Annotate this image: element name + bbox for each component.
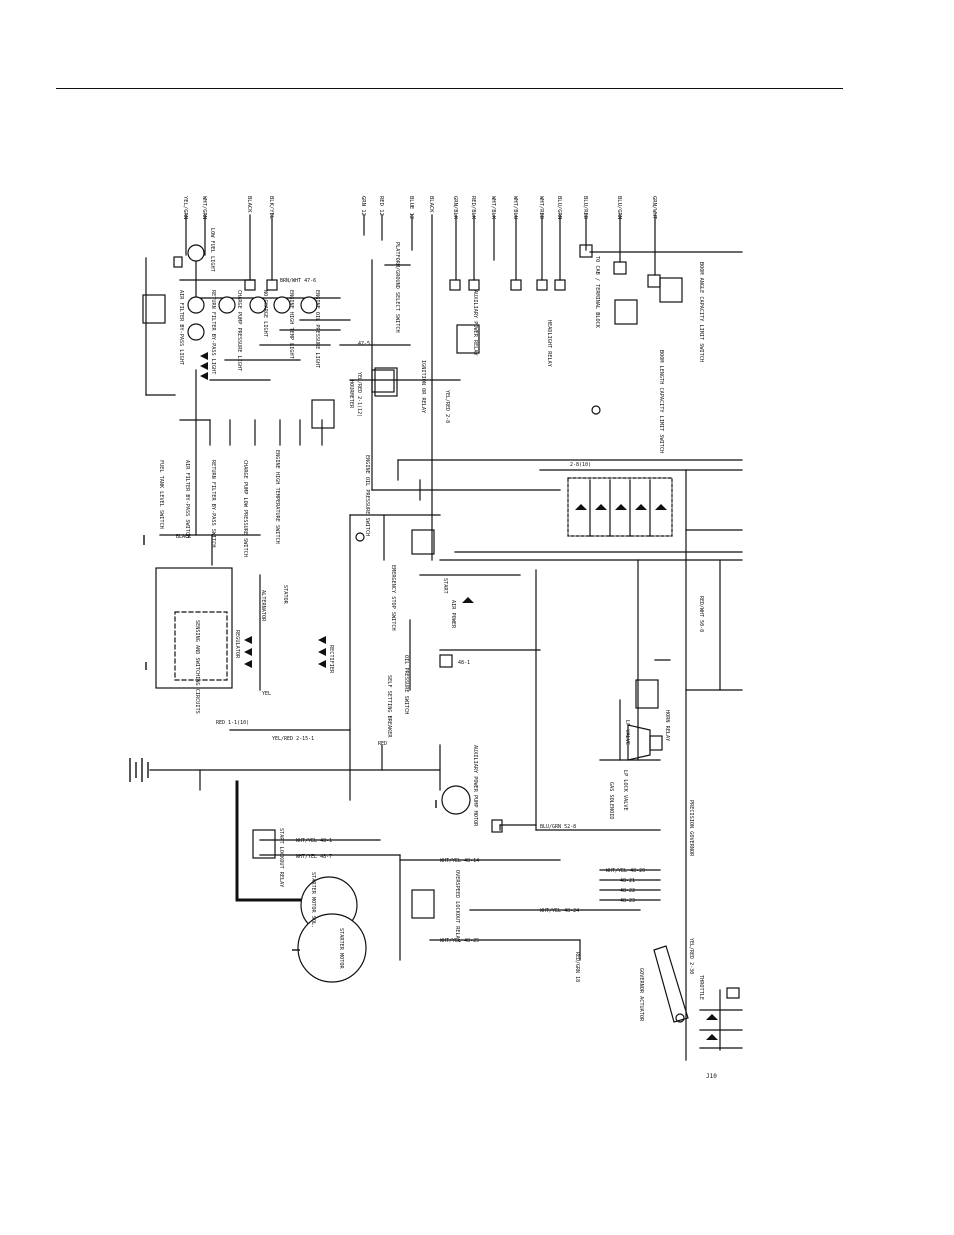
wire-47-5: 47-5 (358, 341, 370, 347)
label-precision-governor: PRECISION GOVERNOR (688, 800, 694, 857)
wire-wht-yel-48-14: WHT/YEL 48-14 (440, 858, 479, 864)
top-wire-label: BLACK (246, 196, 252, 213)
label-ignition-relay: IGNITION OR RELAY (420, 360, 426, 414)
top-wire-bundle (185, 214, 656, 561)
label-horn-relay: HORN RELAY (664, 710, 670, 742)
horn-icon (627, 724, 663, 761)
label-lp-valve: LP VALVE (624, 720, 630, 745)
wire-yel-red-2-30: YEL/RED 2-30 (688, 938, 694, 974)
label-auxiliary-power: AUXILIARY POWER RELAY (472, 290, 478, 356)
label-headlight-relay: HEADLIGHT RELAY (546, 320, 552, 368)
wire-blu-grn-52: BLU/GRN 52-8 (540, 824, 576, 830)
top-wire-label: WHT/BLK (490, 196, 496, 220)
label-starter-sol: STARTER MOTOR SOL. (310, 872, 316, 928)
label-throttle: THROTTLE (698, 975, 704, 1000)
top-wire-labels: YEL/GRN WHT/GRN BLACK BLK/YEL GRN 12 RED 12 BL… (182, 196, 657, 220)
top-wire-label: RED 12 (378, 196, 384, 216)
top-wire-label: WHT/GRN (201, 196, 207, 219)
label-stator: STATOR (282, 585, 288, 605)
wire-2-8: 2-8(10) (570, 462, 591, 468)
wire-wht-yel-48-25: WHT/YEL 48-25 (440, 938, 479, 944)
label-platform-ground: PLATFORM/GROUND SELECT SWITCH (394, 242, 400, 333)
top-wire-label: GRN/WHT (651, 196, 657, 220)
label-fuel-tank: FUEL TANK LEVEL SWITCH (158, 460, 164, 529)
wire-black: BLACK (176, 534, 191, 540)
wire-red-1-1: RED 1-1(10) (216, 720, 249, 726)
top-wire-label: BLK/YEL (268, 196, 274, 220)
top-wire-label: BLU/GRN (556, 196, 562, 219)
label-emergency-stop: EMERGENCY STOP SWITCH (390, 565, 396, 631)
label-charge-pump: CHARGE PUMP PRESSURE LIGHT (236, 290, 242, 371)
label-alternator: ALTERNATOR (260, 590, 266, 622)
label-engine-oil-switch: ENGINE OIL PRESSURE SWITCH (364, 455, 370, 536)
label-oil-pressure: OIL PRESSURE SWITCH (403, 655, 409, 714)
label-boom-length: BOOM LENGTH CAPACITY LIMIT SWITCH (658, 350, 664, 453)
label-regulator: REGULATOR (234, 630, 240, 659)
label-lp-lock: LP LOCK VALVE (622, 770, 628, 811)
wire-yel-red-2-1: YEL/RED 2-1(12) (356, 372, 362, 417)
label-overspeed: OVERSPEED LOCKOUT RELAY (454, 870, 460, 943)
label-air-power: AIR POWER (450, 600, 456, 629)
wire-wht-yel-48-24: WHT/YEL 48-24 (540, 908, 579, 914)
wire-yel-red-2-8: YEL/RED 2-8 (444, 390, 450, 423)
wire-red-grn-18: RED/GRN 18 (574, 952, 580, 982)
wire-brn-wht-47: BRN/WHT 47-6 (280, 278, 316, 284)
label-low-fuel: LOW FUEL LIGHT (209, 228, 215, 272)
top-wire-label: WHT/RED (538, 196, 544, 219)
wire-wht-yel-48-1: WHT/YEL 48-1 (296, 838, 332, 844)
wire-48-20: WHT/YEL 48-20 (606, 868, 645, 874)
wire-red-wht-50: RED/WHT 50-8 (698, 596, 704, 632)
wire-48-21: 48-21 (620, 878, 635, 884)
label-air-filter-bypass: AIR FILTER BY-PASS LIGHT (178, 290, 184, 365)
label-engine-high-temp: ENGINE HIGH TEMP LIGHT (288, 290, 294, 359)
label-return-filter-switch: RETURN FILTER BY-PASS SWITCH (210, 460, 216, 547)
wire-red: RED (378, 741, 387, 747)
label-governor-actuator: GOVERNOR ACTUATOR (638, 968, 644, 1022)
label-aux-pump-motor: AUXILIARY POWER PUMP MOTOR (472, 745, 478, 827)
top-wire-label: BLACK (428, 196, 434, 213)
label-engine-temp-switch: ENGINE HIGH TEMPERATURE SWITCH (274, 450, 280, 544)
label-mf-note: TO CAB / TERMINAL BLOCK (594, 256, 600, 329)
label-gas-solenoid: GAS SOLENOID (608, 782, 614, 819)
wire-yel: YEL (262, 691, 271, 697)
label-engine-oil: ENGINE OIL PRESSURE LIGHT (314, 290, 320, 368)
wire-48-22: 48-22 (620, 888, 635, 894)
label-air-filter-switch: AIR FILTER BY-PASS SWITCH (184, 460, 190, 538)
label-starter-motor: STARTER MOTOR (338, 928, 344, 969)
top-wire-label: WHT/BLU (512, 196, 518, 219)
label-hourmeter: HOURMETER (348, 380, 354, 409)
label-rectifier: RECTIFIER (328, 645, 334, 674)
top-wire-label: BLUE 12 (408, 196, 414, 219)
label-boom-angle: BOOM ANGLE CAPACITY LIMIT SWITCH (698, 262, 704, 362)
label-sensing: SENSING AND SWITCHING CIRCUITS (194, 620, 200, 714)
top-wire-label: BLU/GRN (616, 196, 622, 219)
wire-48-1: 48-1 (458, 660, 470, 666)
label-no-charge: NO CHARGE LIGHT (262, 290, 268, 337)
relay-aux (142, 294, 166, 324)
header-rule (56, 88, 843, 89)
figure-code: J10 (706, 1073, 717, 1080)
label-start: START (442, 578, 448, 594)
wire-48-23: 48-23 (620, 898, 635, 904)
top-wire-label: YEL/GRN (182, 196, 188, 219)
label-charge-pump-switch: CHARGE PUMP LOW PRESSURE SWITCH (242, 460, 248, 557)
top-wire-label: BLU/RED (582, 196, 588, 219)
throttle-lever-icon (653, 945, 689, 1023)
label-self-setting: SELF SETTING BREAKER (386, 675, 392, 738)
label-start-lockout: START LOCKOUT RELAY (278, 828, 284, 888)
top-wire-label: GRN 12 (360, 196, 366, 216)
top-wire-label: GRN/BLK (452, 196, 458, 220)
top-wire-label: RED/BLK (470, 196, 476, 220)
wire-wht-yel-48-7: WHT/YEL 48-7 (296, 854, 332, 860)
wire-yel-red-2-15: YEL/RED 2-15-1 (272, 736, 314, 742)
label-return-filter-bypass: RETURN FILTER BY-PASS LIGHT (210, 290, 216, 374)
